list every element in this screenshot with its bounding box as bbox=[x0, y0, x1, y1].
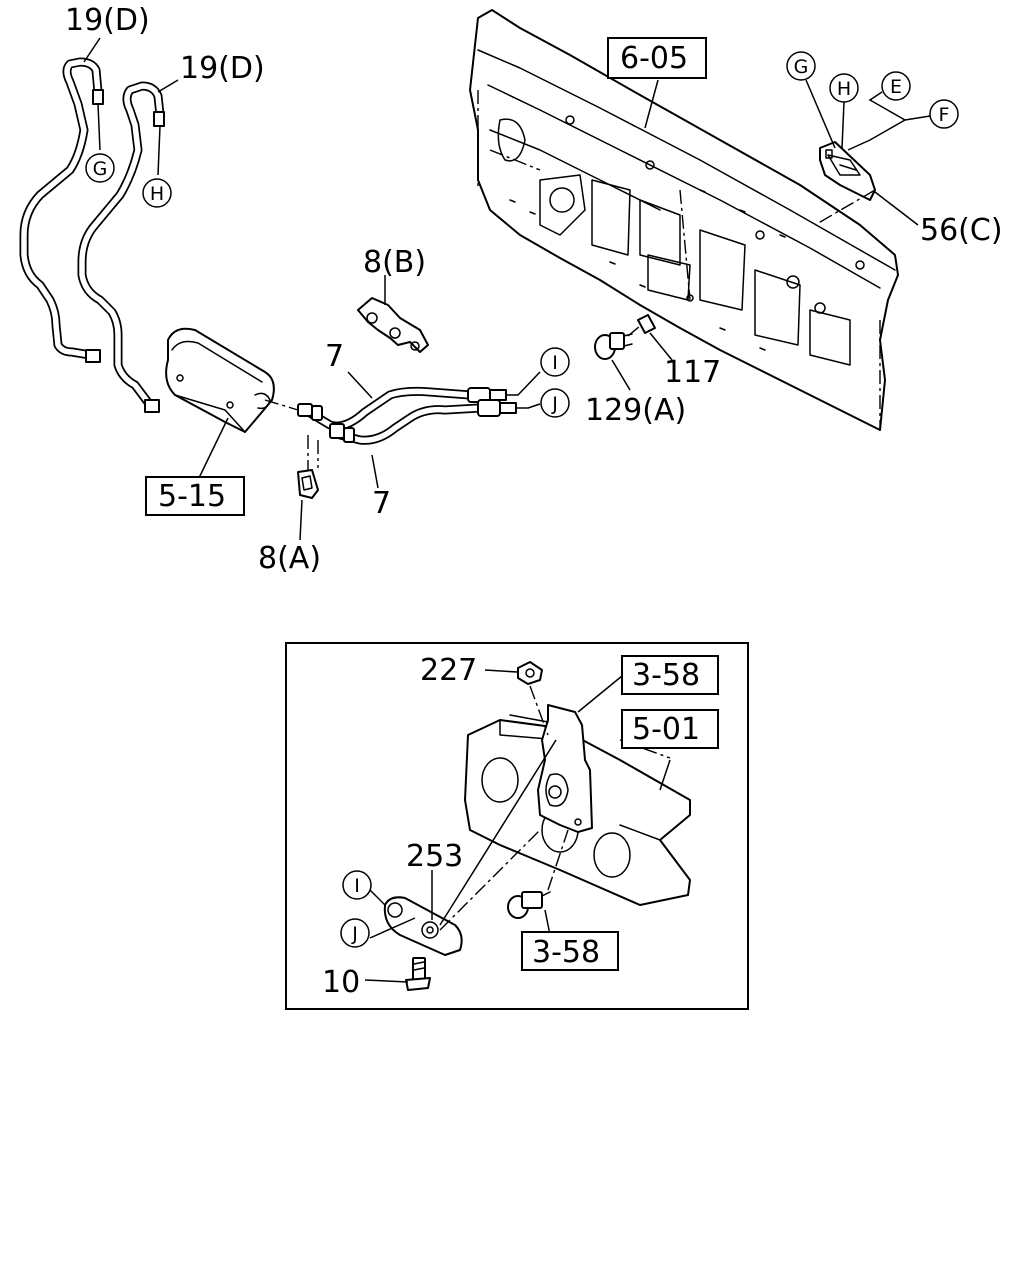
label-56c: 56(C) bbox=[920, 213, 1003, 248]
label-3-58-bottom: 3-58 bbox=[532, 935, 600, 970]
label-7-upper: 7 bbox=[325, 339, 344, 374]
label-10: 10 bbox=[322, 965, 360, 1000]
bolt-129a[interactable] bbox=[594, 332, 633, 360]
label-6-05: 6-05 bbox=[620, 41, 688, 76]
svg-text:G: G bbox=[93, 158, 108, 180]
callout-e: E bbox=[881, 71, 911, 101]
svg-text:F: F bbox=[939, 104, 950, 126]
svg-text:I: I bbox=[354, 875, 360, 897]
box-3-58-top bbox=[621, 655, 719, 695]
callout-i-top: I bbox=[540, 347, 570, 377]
label-5-15: 5-15 bbox=[158, 479, 226, 514]
svg-text:J: J bbox=[551, 393, 558, 415]
bracket-3-58[interactable] bbox=[509, 704, 593, 833]
svg-text:E: E bbox=[890, 76, 902, 98]
box-3-58-bottom bbox=[521, 931, 619, 971]
nut-227[interactable] bbox=[517, 661, 543, 685]
label-8b: 8(B) bbox=[363, 245, 426, 280]
bolt-10[interactable] bbox=[405, 957, 431, 991]
clip-8a[interactable] bbox=[297, 469, 319, 499]
callout-i-inset: I bbox=[342, 870, 372, 900]
svg-text:H: H bbox=[150, 183, 164, 205]
clamp-253[interactable] bbox=[383, 896, 463, 956]
panel-6-05[interactable] bbox=[469, 9, 899, 431]
callout-f: F bbox=[929, 99, 959, 129]
callout-h-right: H bbox=[829, 73, 859, 103]
label-117: 117 bbox=[664, 355, 721, 390]
hose-19d-left[interactable] bbox=[19, 57, 104, 363]
hose-19d-right[interactable] bbox=[77, 81, 165, 413]
bracket-5-15[interactable] bbox=[165, 327, 275, 433]
label-19d-right: 19(D) bbox=[180, 51, 265, 86]
nut-117[interactable] bbox=[637, 314, 656, 334]
label-3-58-top: 3-58 bbox=[632, 658, 700, 693]
fitting-left bbox=[297, 403, 355, 443]
box-5-01 bbox=[621, 709, 719, 749]
callout-h-left: H bbox=[142, 178, 172, 208]
label-253: 253 bbox=[406, 839, 463, 874]
hose-7-lower[interactable] bbox=[335, 399, 529, 445]
label-19d-left: 19(D) bbox=[65, 3, 150, 38]
callout-j-top: J bbox=[540, 388, 570, 418]
box-6-05 bbox=[607, 37, 707, 79]
label-227: 227 bbox=[420, 653, 477, 688]
box-5-15 bbox=[145, 476, 245, 516]
bolt-3-58-inset[interactable] bbox=[507, 891, 551, 919]
part-56c[interactable] bbox=[819, 141, 876, 201]
svg-text:I: I bbox=[552, 352, 558, 374]
svg-text:H: H bbox=[837, 78, 851, 100]
callout-g-right: G bbox=[786, 51, 816, 81]
svg-text:J: J bbox=[351, 923, 358, 945]
clip-8b[interactable] bbox=[357, 297, 429, 353]
callout-g-left: G bbox=[85, 153, 115, 183]
label-129a: 129(A) bbox=[585, 393, 686, 428]
callout-j-inset: J bbox=[340, 918, 370, 948]
label-8a: 8(A) bbox=[258, 541, 321, 576]
svg-text:G: G bbox=[794, 56, 809, 78]
label-7-lower: 7 bbox=[372, 486, 391, 521]
label-5-01: 5-01 bbox=[632, 712, 700, 747]
